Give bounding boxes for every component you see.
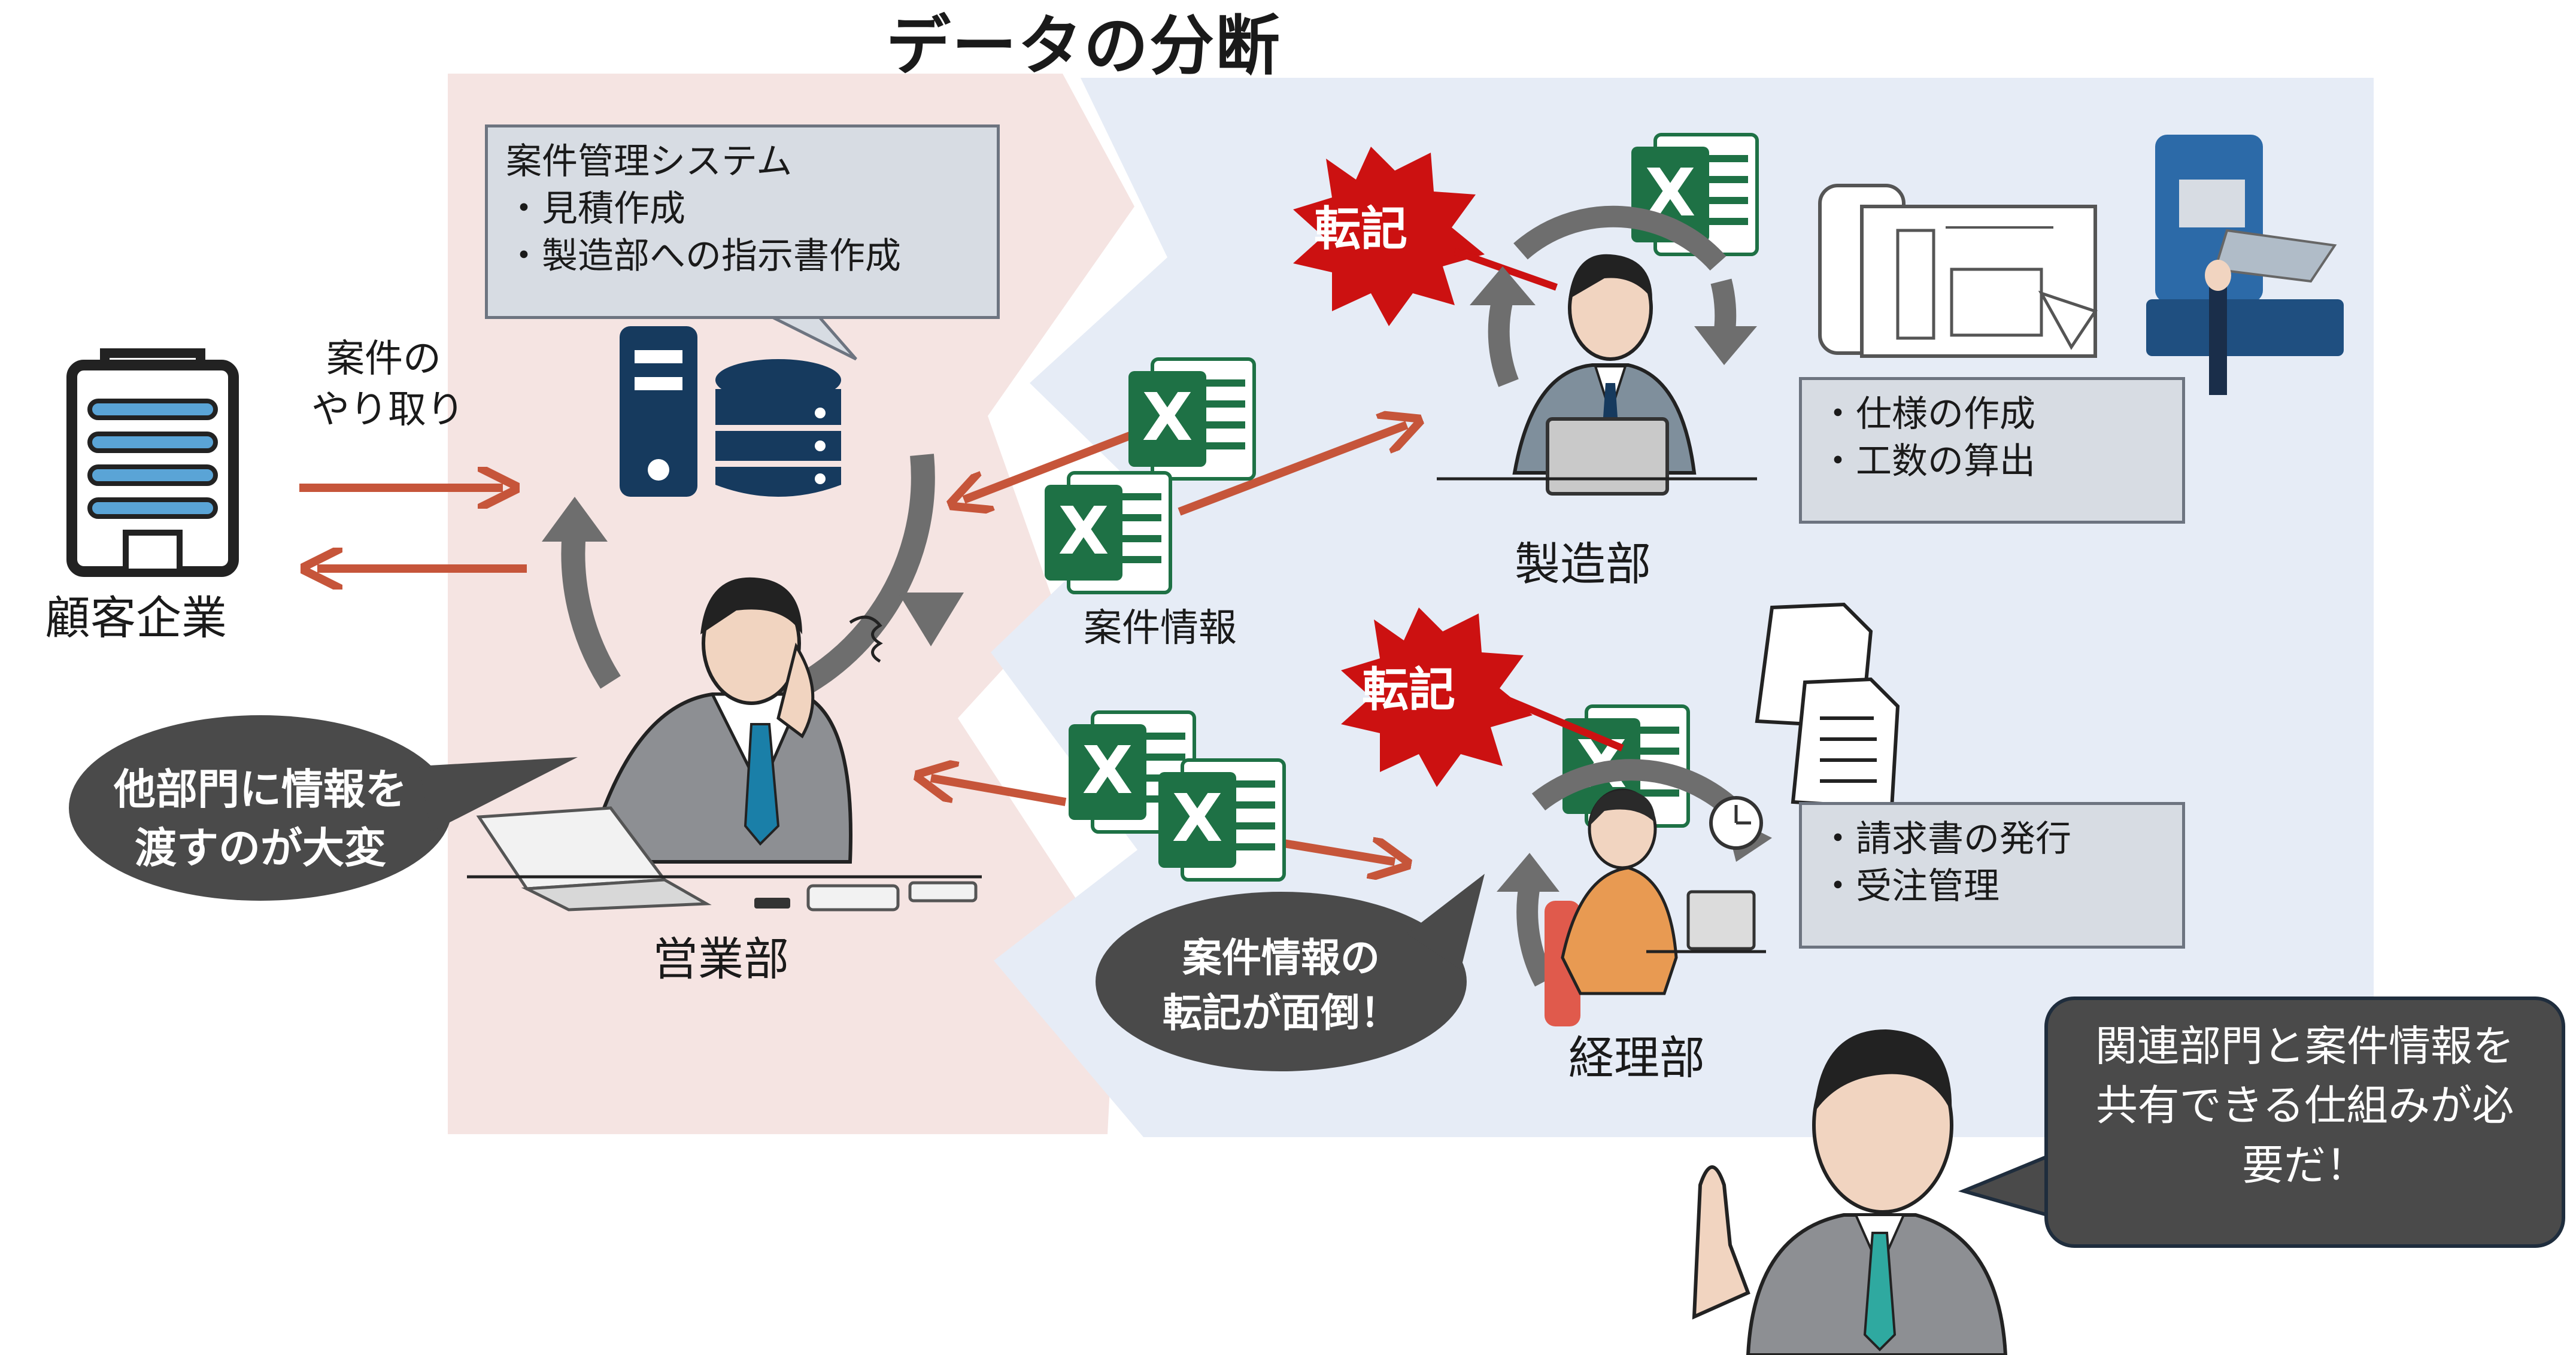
manufacturing-item: ・工数の算出: [1820, 440, 2035, 483]
accounting-info-box: ・請求書の発行 ・受注管理: [1799, 802, 2185, 949]
sales-speech-bubble: [69, 715, 452, 901]
sales-bubble-line: 他部門に情報を: [114, 765, 407, 814]
manager-bubble-line: 共有できる仕組みが必: [2095, 1081, 2514, 1131]
database-icon: [715, 359, 841, 497]
transfer-bubble-line: 案件情報の: [1182, 935, 1380, 981]
tenki-label-top: 転記: [1314, 202, 1408, 256]
excel-icon: [1158, 760, 1284, 880]
system-title: 案件管理システム: [506, 141, 793, 183]
transfer-speech-bubble: [1096, 892, 1467, 1071]
tenki-burst-bottom: [1341, 607, 1533, 787]
transfer-bubble-line: 転記が面倒！: [1163, 990, 1400, 1037]
tenki-label-bottom: 転記: [1362, 663, 1456, 717]
transfer-bubble-text: 案件情報の 転記が面倒！: [1125, 931, 1437, 1041]
manager-illustration: [1692, 1029, 2008, 1355]
server-icon: [620, 326, 697, 497]
excel-icon: [1045, 473, 1170, 593]
manufacturing-item: ・仕様の作成: [1820, 393, 2035, 435]
accounting-item: ・請求書の発行: [1820, 818, 2071, 860]
excel-icon: [1128, 359, 1254, 479]
manufacturing-info-box: ・仕様の作成 ・工数の算出: [1799, 377, 2185, 524]
building-icon: [66, 348, 239, 577]
system-item: ・製造部への指示書作成: [506, 235, 901, 278]
accounting-label: 経理部: [1568, 1031, 1705, 1084]
manager-speech-bubble: 関連部門と案件情報を 共有できる仕組みが必 要だ！: [2044, 996, 2565, 1248]
manager-bubble-line: 関連部門と案件情報を: [2095, 1022, 2514, 1071]
system-info-box: 案件管理システム ・見積作成 ・製造部への指示書作成: [485, 124, 1000, 319]
milling-machine-icon: [2146, 135, 2344, 395]
accounting-item: ・受注管理: [1820, 865, 1999, 908]
manufacturing-label: 製造部: [1515, 537, 1651, 591]
accountant-illustration: [1545, 788, 1766, 1026]
page-title: データの分断: [886, 9, 1282, 84]
blueprint-icon: [1818, 184, 2098, 358]
manager-bubble-line: 要だ！: [2242, 1140, 2368, 1190]
manufacturing-worker-illustration: [1437, 254, 1757, 496]
exchange-label-line1: 案件の: [326, 337, 441, 381]
sales-bubble-text: 他部門に情報を 渡すのが大変: [108, 760, 413, 877]
sales-label: 営業部: [653, 932, 789, 986]
customer-label: 顧客企業: [45, 591, 227, 645]
stressed-salesperson-illustration: [467, 577, 982, 912]
sales-bubble-line: 渡すのが大変: [135, 824, 386, 873]
documents-icon: [1755, 602, 1900, 810]
exchange-label-line2: やり取り: [311, 388, 465, 432]
system-item: ・見積作成: [506, 188, 685, 230]
tenki-burst-top: [1293, 147, 1485, 326]
case-info-label: 案件情報: [1084, 606, 1237, 651]
